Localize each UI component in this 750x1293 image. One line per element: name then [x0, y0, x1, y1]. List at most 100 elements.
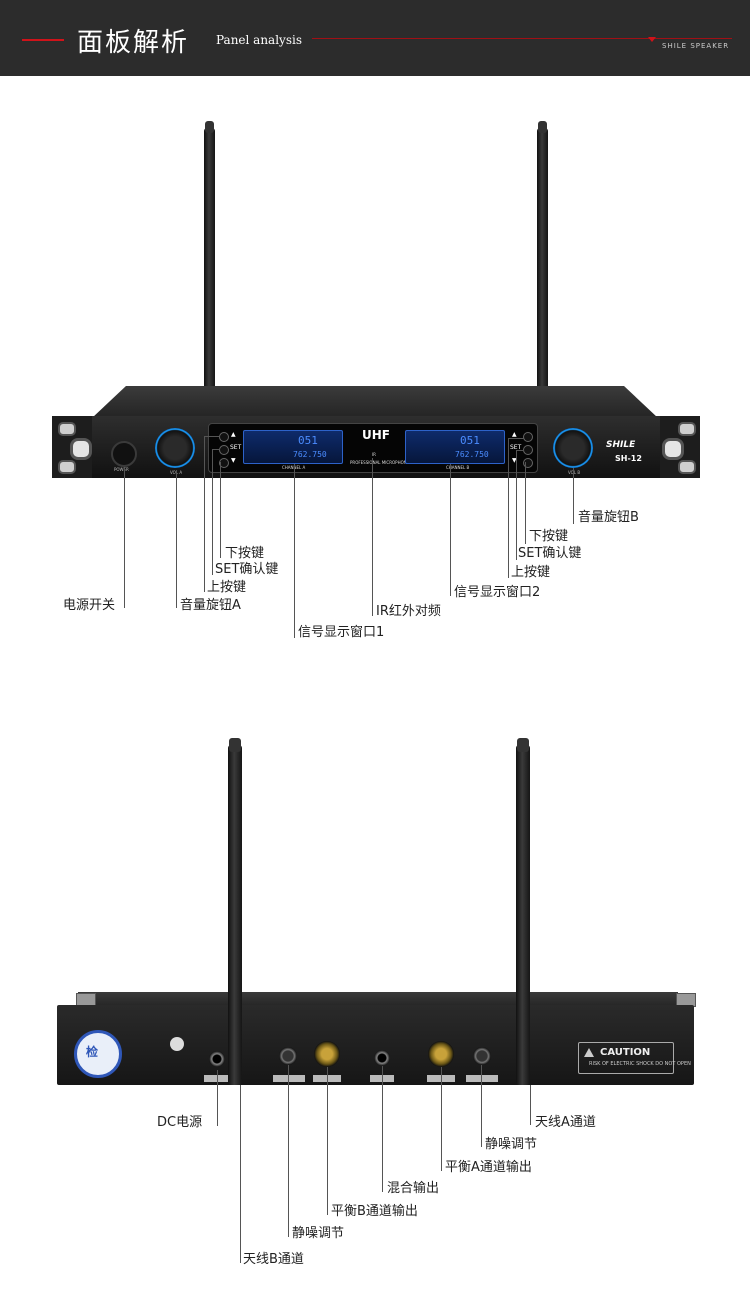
callout-line — [294, 464, 295, 638]
dc-power-jack[interactable] — [209, 1051, 225, 1067]
set-button-a[interactable] — [219, 445, 229, 455]
vol-b-label: VOL B — [568, 470, 581, 475]
label-ir-pairing: IR红外对频 — [376, 604, 441, 619]
callout-line — [217, 1070, 218, 1126]
header-brand: SHILE SPEAKER — [662, 42, 730, 50]
rear-chassis-body — [57, 1005, 694, 1085]
set-label: SET — [230, 444, 242, 451]
inspection-sticker — [74, 1030, 122, 1078]
page-subtitle: Panel analysis — [216, 33, 302, 47]
rear-chassis-top — [78, 992, 678, 1006]
down-arrow-icon: ▼ — [512, 457, 517, 464]
header-divider-line — [312, 38, 732, 39]
header-accent-line — [22, 39, 64, 41]
caution-subtitle: RISK OF ELECTRIC SHOCK DO NOT OPEN — [589, 1061, 691, 1067]
label-balanced-out-a: 平衡A通道输出 — [445, 1160, 532, 1175]
volume-knob-a[interactable] — [155, 428, 195, 468]
rack-hole-icon — [58, 422, 76, 436]
callout-line — [220, 462, 221, 558]
callout-line — [212, 449, 220, 450]
rack-hole-icon — [678, 422, 696, 436]
callout-line — [382, 1066, 383, 1192]
balanced-output-a[interactable] — [428, 1041, 454, 1067]
label-power-switch: 电源开关 — [63, 598, 116, 613]
label-squelch-a: 静噪调节 — [485, 1137, 538, 1152]
down-button-a[interactable] — [219, 458, 229, 468]
page-title: 面板解析 — [77, 28, 190, 58]
label-squelch-b: 静噪调节 — [292, 1226, 345, 1241]
caution-title: CAUTION — [600, 1047, 651, 1058]
front-antenna-left — [204, 128, 215, 390]
down-arrow-icon: ▼ — [231, 457, 236, 464]
callout-line — [516, 450, 517, 560]
rack-hole-icon — [58, 460, 76, 474]
set-button-b[interactable] — [523, 445, 533, 455]
up-button-a[interactable] — [219, 432, 229, 442]
front-antenna-left-tip — [205, 121, 214, 133]
callout-line — [372, 458, 373, 616]
ir-window-label: IR — [372, 452, 376, 457]
balanced-output-b[interactable] — [314, 1041, 340, 1067]
rack-hole-icon — [662, 438, 684, 460]
label-up-key-a: 上按键 — [207, 580, 247, 595]
callout-line — [176, 470, 177, 608]
volume-knob-b[interactable] — [553, 428, 593, 468]
front-chassis-top — [92, 386, 658, 418]
rack-hole-icon — [678, 460, 696, 474]
lcd-b-frequency: 762.750 — [455, 450, 489, 459]
squelch-pot-b[interactable] — [279, 1047, 297, 1065]
label-antenna-b: 天线B通道 — [243, 1252, 304, 1267]
channel-a-label: CHANNEL A — [282, 465, 306, 470]
front-antenna-right-tip — [538, 121, 547, 133]
up-button-b[interactable] — [523, 432, 533, 442]
signal-display-2 — [405, 430, 505, 464]
front-antenna-right — [537, 128, 548, 390]
label-display-window-1: 信号显示窗口1 — [298, 625, 385, 640]
callout-line — [508, 438, 524, 439]
mix-output-jack[interactable] — [374, 1050, 390, 1066]
callout-line — [450, 464, 451, 596]
callout-line — [508, 438, 509, 578]
callout-line — [124, 468, 125, 608]
label-mix-out: 混合输出 — [387, 1181, 440, 1196]
label-volume-knob-a: 音量旋钮A — [180, 598, 241, 613]
page-header: 面板解析 Panel analysis SHILE SPEAKER — [0, 0, 750, 76]
power-button[interactable] — [111, 441, 137, 467]
label-balanced-out-b: 平衡B通道输出 — [331, 1204, 418, 1219]
warning-triangle-icon — [584, 1048, 594, 1057]
signal-display-1 — [243, 430, 343, 464]
rear-antenna-a-tip — [517, 738, 529, 752]
callout-line — [516, 450, 524, 451]
lcd-b-channel: 051 — [460, 434, 480, 447]
caution-label — [578, 1042, 674, 1074]
down-button-b[interactable] — [523, 458, 533, 468]
squelch-pot-a[interactable] — [473, 1047, 491, 1065]
rack-hole-icon — [70, 438, 92, 460]
callout-line — [204, 436, 220, 437]
triangle-marker-icon — [648, 37, 656, 42]
brand-logo: SHILE — [606, 440, 636, 450]
rear-antenna-b-tip — [229, 738, 241, 752]
label-up-key-b: 上按键 — [511, 565, 551, 580]
callout-line — [327, 1067, 328, 1215]
model-label: SH-12 — [615, 454, 642, 463]
label-set-confirm-b: SET确认键 — [518, 546, 582, 561]
label-display-window-2: 信号显示窗口2 — [454, 585, 541, 600]
set-label: SET — [510, 444, 522, 451]
power-label: POWER — [114, 467, 129, 472]
callout-line — [481, 1065, 482, 1147]
callout-line — [288, 1065, 289, 1237]
label-down-key-a: 下按键 — [225, 546, 265, 561]
rear-antenna-b — [228, 745, 242, 1085]
uhf-label: UHF — [362, 428, 390, 442]
label-set-confirm-a: SET确认键 — [215, 562, 279, 577]
lcd-a-channel: 051 — [298, 434, 318, 447]
label-antenna-a: 天线A通道 — [535, 1115, 596, 1130]
channel-b-label: CHANNEL B — [446, 465, 470, 470]
professional-label: PROFESSIONAL MICROPHONE — [350, 460, 410, 465]
rear-port-tag — [273, 1075, 305, 1082]
inspection-sticker-text: 检 — [86, 1045, 99, 1059]
rear-port-tag — [466, 1075, 498, 1082]
callout-line — [441, 1067, 442, 1171]
callout-line — [573, 468, 574, 524]
